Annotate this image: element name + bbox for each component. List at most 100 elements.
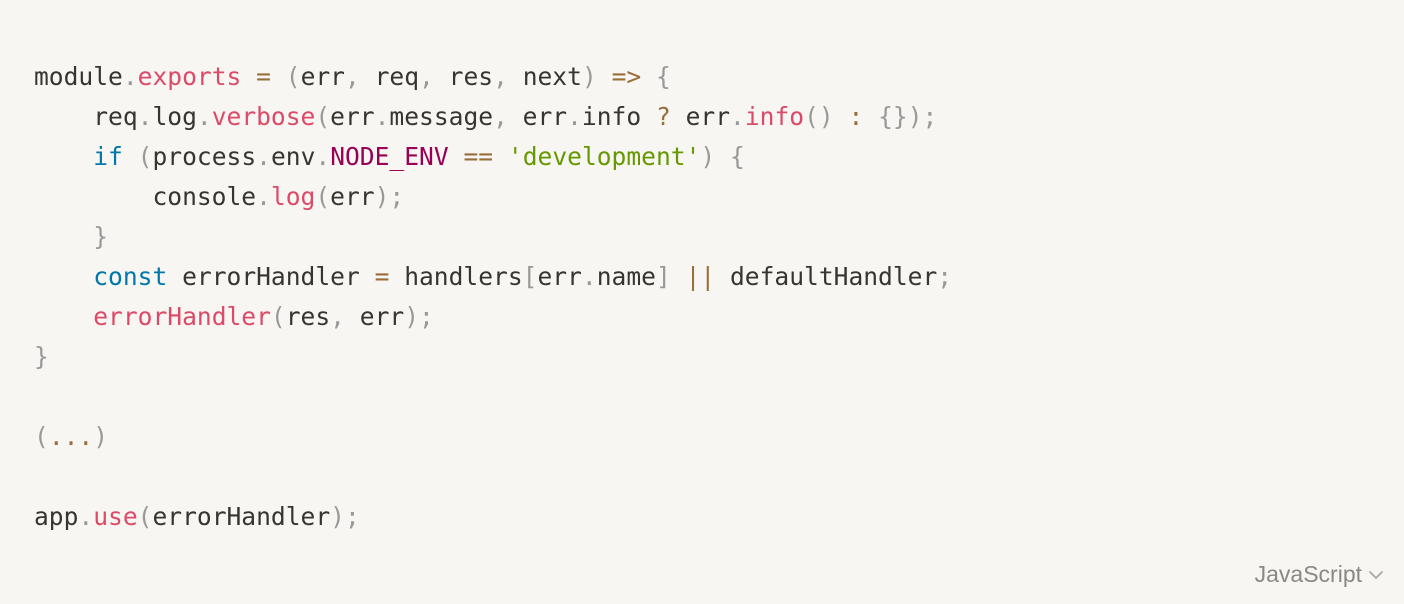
code-token: ); bbox=[404, 302, 434, 331]
code-token: . bbox=[256, 142, 271, 171]
code-token: env bbox=[270, 142, 316, 171]
code-token: err bbox=[670, 102, 731, 131]
code-line: if (process.env.NODE_ENV == 'development… bbox=[34, 137, 1370, 177]
code-token bbox=[671, 262, 686, 291]
code-token: ; bbox=[937, 262, 953, 291]
code-token: () bbox=[804, 102, 834, 131]
code-token: ); bbox=[374, 182, 405, 211]
code-token bbox=[34, 222, 93, 251]
code-token bbox=[493, 142, 508, 171]
code-token: errorHandler bbox=[167, 262, 375, 291]
code-token: handlers bbox=[389, 262, 523, 291]
code-token: . bbox=[256, 182, 271, 211]
code-token: 'development' bbox=[507, 142, 701, 171]
language-selector[interactable]: JavaScript bbox=[1255, 561, 1384, 588]
code-token bbox=[34, 142, 93, 171]
code-token: ( bbox=[137, 502, 153, 531]
code-token: . bbox=[137, 102, 153, 131]
code-token: . bbox=[374, 102, 390, 131]
code-token: err bbox=[300, 62, 345, 91]
code-token: , bbox=[330, 302, 345, 331]
code-token: { bbox=[656, 62, 671, 91]
code-token: app bbox=[34, 502, 79, 531]
code-token: ) bbox=[581, 62, 597, 91]
code-token: console bbox=[34, 182, 257, 211]
chevron-down-icon bbox=[1368, 567, 1384, 583]
code-token: errorHandler bbox=[152, 502, 331, 531]
code-token: message bbox=[389, 102, 494, 131]
code-line bbox=[34, 457, 1370, 497]
code-token bbox=[34, 262, 93, 291]
code-line: req.log.verbose(err.message, err.info ? … bbox=[34, 97, 1370, 137]
code-token: ( bbox=[315, 102, 331, 131]
code-token bbox=[271, 62, 286, 91]
code-token: : bbox=[848, 102, 864, 131]
code-token: ) bbox=[93, 422, 109, 451]
code-token: . bbox=[196, 102, 212, 131]
code-token: process bbox=[152, 142, 257, 171]
code-token: == bbox=[463, 142, 494, 171]
code-token: . bbox=[122, 62, 138, 91]
code-token: name bbox=[596, 262, 656, 291]
code-token: next bbox=[507, 62, 582, 91]
code-token: const bbox=[93, 262, 168, 291]
code-token: ) bbox=[700, 142, 716, 171]
code-token bbox=[123, 142, 138, 171]
code-token: res bbox=[433, 62, 494, 91]
code-token: ( bbox=[285, 62, 301, 91]
code-token: , bbox=[344, 62, 360, 91]
code-token: , bbox=[419, 62, 434, 91]
code-token: NODE_ENV bbox=[330, 142, 449, 171]
code-token: { bbox=[730, 142, 745, 171]
code-line: console.log(err); bbox=[34, 177, 1370, 217]
code-token: log bbox=[152, 102, 197, 131]
code-token: . bbox=[78, 502, 94, 531]
code-token: ); bbox=[330, 502, 360, 531]
code-line bbox=[34, 377, 1370, 417]
code-token: res bbox=[285, 302, 331, 331]
code-content[interactable]: module.exports = (err, req, res, next) =… bbox=[34, 57, 1370, 537]
code-line: app.use(errorHandler); bbox=[34, 497, 1370, 537]
code-line: (...) bbox=[34, 417, 1370, 457]
code-token: req bbox=[359, 62, 420, 91]
code-token: info bbox=[581, 102, 656, 131]
code-token: errorHandler bbox=[93, 302, 271, 331]
code-token: . bbox=[730, 102, 745, 131]
code-token: verbose bbox=[211, 102, 316, 131]
code-token: module bbox=[34, 62, 123, 91]
code-token: err bbox=[507, 102, 568, 131]
code-line: } bbox=[34, 217, 1370, 257]
code-token: log bbox=[270, 182, 316, 211]
code-token: = bbox=[374, 262, 390, 291]
code-token: ( bbox=[315, 182, 331, 211]
code-token bbox=[863, 102, 878, 131]
code-token: } bbox=[93, 222, 109, 251]
code-token: , bbox=[493, 62, 508, 91]
code-token: = bbox=[256, 62, 271, 91]
code-token: ( bbox=[270, 302, 286, 331]
code-token: req bbox=[34, 102, 138, 131]
code-token bbox=[597, 62, 612, 91]
code-token bbox=[834, 102, 849, 131]
code-token: err bbox=[330, 182, 375, 211]
code-token bbox=[241, 62, 256, 91]
code-token: {}); bbox=[878, 102, 938, 131]
code-token: err bbox=[537, 262, 582, 291]
code-token: || bbox=[685, 262, 716, 291]
code-token: ... bbox=[48, 422, 94, 451]
code-token: [ bbox=[522, 262, 538, 291]
code-token: ( bbox=[137, 142, 153, 171]
code-token: . bbox=[581, 262, 597, 291]
code-token bbox=[34, 302, 93, 331]
code-token: . bbox=[567, 102, 582, 131]
code-token: => bbox=[611, 62, 642, 91]
code-line: } bbox=[34, 337, 1370, 377]
code-token: ] bbox=[655, 262, 671, 291]
code-token: if bbox=[93, 142, 123, 171]
code-token bbox=[641, 62, 656, 91]
code-line: errorHandler(res, err); bbox=[34, 297, 1370, 337]
code-token: } bbox=[34, 342, 49, 371]
code-token: use bbox=[93, 502, 138, 531]
code-token: defaultHandler bbox=[715, 262, 938, 291]
